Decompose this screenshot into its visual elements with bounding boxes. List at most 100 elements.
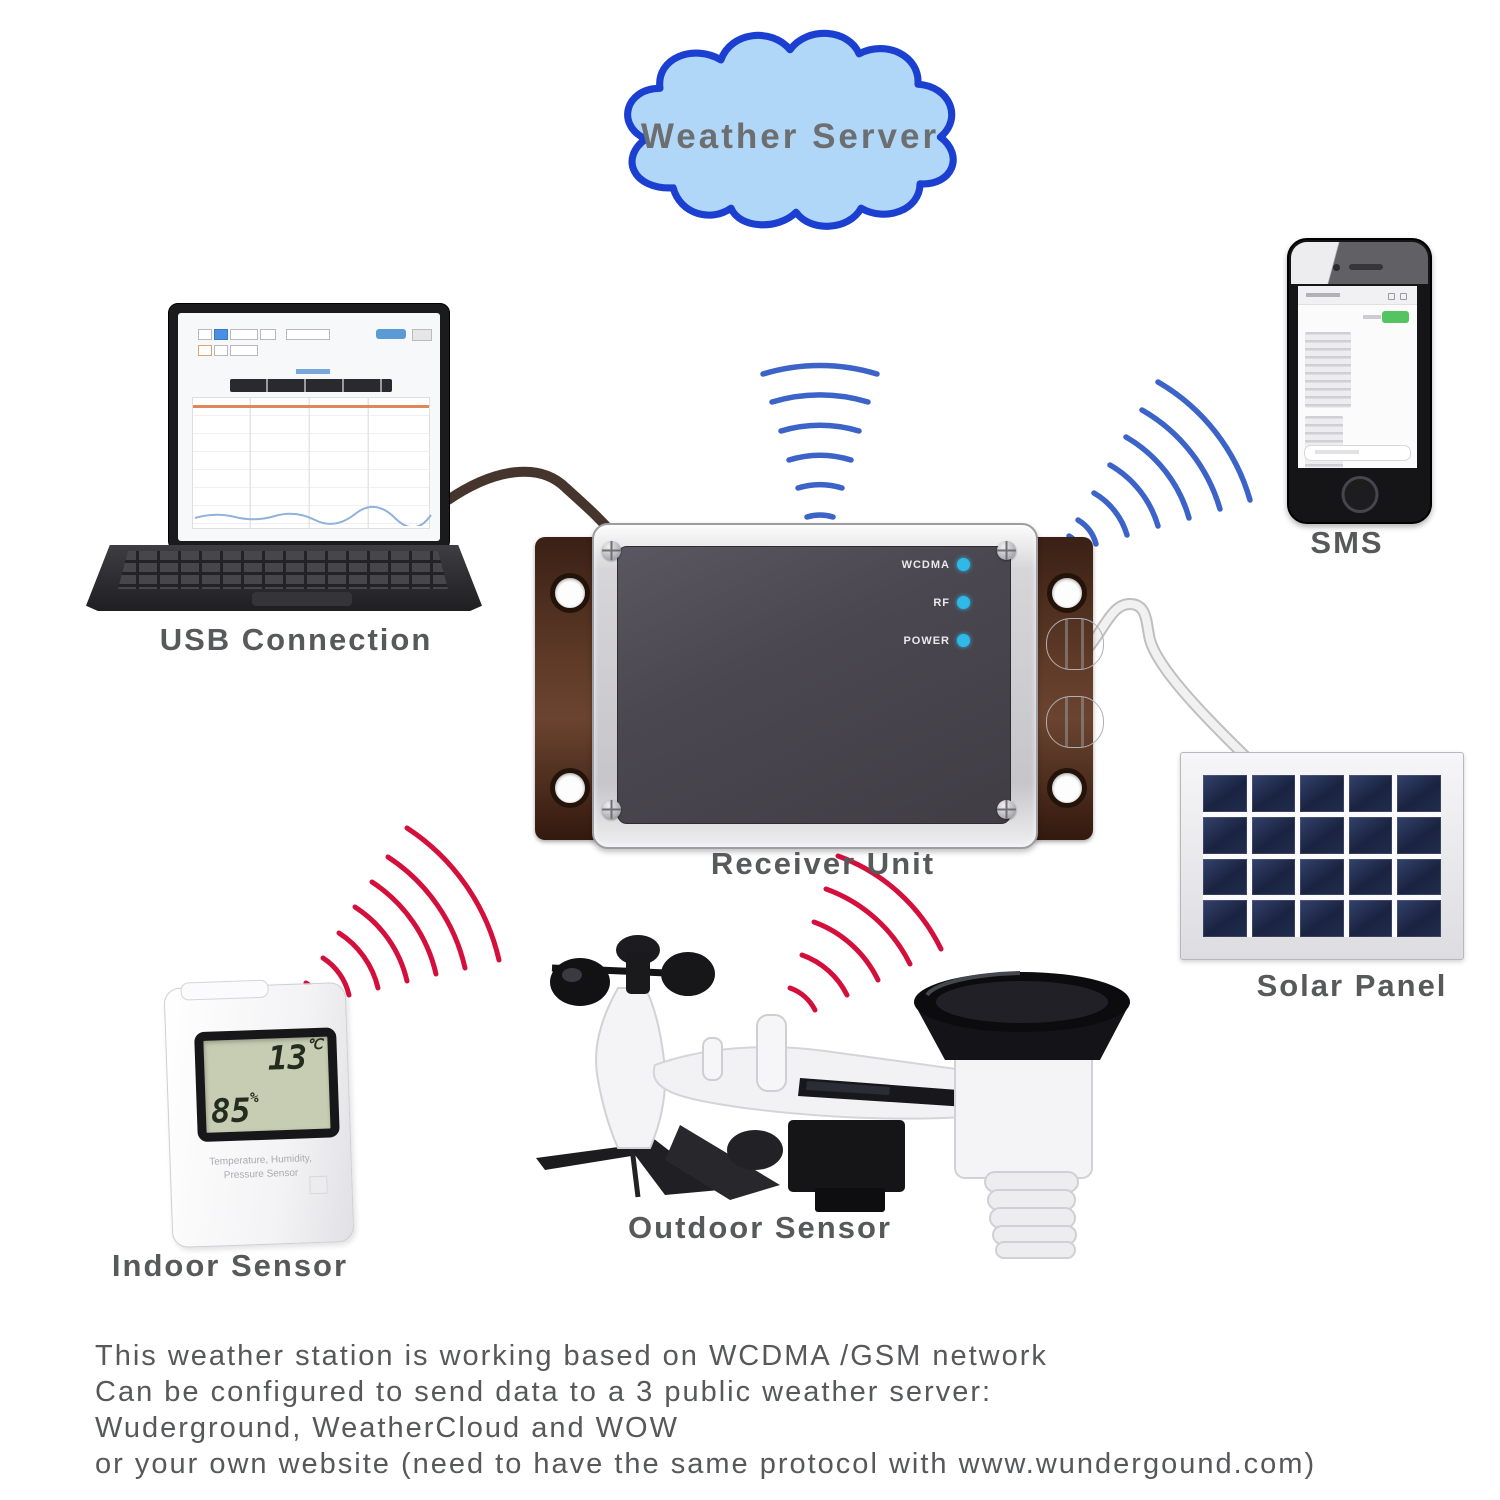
footer-line: or your own website (need to have the sa… bbox=[95, 1448, 1317, 1480]
screw-icon bbox=[602, 800, 621, 819]
led-row-wcdma: WCDMA bbox=[850, 556, 970, 574]
power-led-label: POWER bbox=[903, 634, 950, 647]
indoor-sensor-button bbox=[309, 1175, 328, 1195]
solar-cell bbox=[1251, 858, 1296, 896]
solar-cell bbox=[1348, 858, 1393, 896]
phone-top-bezel bbox=[1291, 242, 1428, 284]
wind-vane-fin bbox=[665, 1125, 780, 1200]
sensor-tube bbox=[756, 1014, 787, 1092]
screw-icon bbox=[997, 800, 1016, 819]
mounting-hole bbox=[1047, 573, 1087, 613]
laptop-chart-line bbox=[194, 506, 432, 526]
solar-cell bbox=[1300, 775, 1344, 812]
solar-panel bbox=[1180, 752, 1464, 960]
sms-input-bar bbox=[1304, 445, 1411, 461]
weather-server-label: Weather Server bbox=[640, 117, 940, 156]
signal-waves-receiver-to-cloud-icon bbox=[760, 362, 880, 520]
laptop-chart-title bbox=[296, 369, 330, 374]
laptop-screen bbox=[168, 303, 450, 551]
solar-cell bbox=[1203, 858, 1247, 896]
solar-cell bbox=[1251, 775, 1296, 812]
rf-led-label: RF bbox=[933, 596, 950, 609]
radiation-shield bbox=[984, 1171, 1079, 1259]
wcdma-led-label: WCDMA bbox=[901, 558, 950, 571]
footer-line: This weather station is working based on… bbox=[95, 1340, 1048, 1372]
mounting-hole bbox=[550, 768, 590, 808]
sensor-pod bbox=[727, 1130, 783, 1170]
usb-cable bbox=[443, 466, 625, 547]
power-led-indicator bbox=[957, 634, 970, 648]
signal-waves-receiver-to-phone-icon bbox=[1066, 379, 1253, 552]
solar-cell bbox=[1251, 900, 1296, 937]
signal-waves-outdoor-sensor-icon bbox=[787, 853, 944, 1013]
cup-highlight bbox=[562, 968, 582, 982]
phone-camera-icon bbox=[1333, 264, 1340, 271]
solar-panel-label: Solar Panel bbox=[1256, 968, 1448, 1003]
electronics-box-foot bbox=[815, 1188, 885, 1212]
rf-led-indicator bbox=[957, 596, 970, 610]
indoor-sensor-label: Indoor Sensor bbox=[111, 1248, 349, 1283]
led-row-rf: RF bbox=[850, 594, 970, 612]
solar-cell bbox=[1203, 775, 1247, 812]
sms-sent-bubble bbox=[1382, 311, 1409, 323]
rain-gauge-body bbox=[954, 1044, 1093, 1179]
wind-vane-blade bbox=[536, 1143, 650, 1170]
indoor-sensor-cap bbox=[180, 979, 269, 1001]
laptop-button-bar bbox=[230, 379, 392, 392]
screw-icon bbox=[997, 541, 1016, 560]
solar-cell bbox=[1348, 900, 1393, 937]
sms-label: SMS bbox=[1310, 525, 1384, 560]
laptop-ui-button bbox=[376, 329, 406, 339]
laptop-base bbox=[86, 545, 482, 611]
phone-speaker-icon bbox=[1349, 264, 1383, 270]
solar-cell bbox=[1300, 900, 1344, 937]
led-row-power: POWER bbox=[850, 632, 970, 650]
rain-gauge-opening bbox=[936, 981, 1108, 1023]
laptop-touchpad bbox=[252, 592, 352, 606]
mounting-hole bbox=[1047, 768, 1087, 808]
anemometer-hub bbox=[626, 952, 650, 994]
electronics-box bbox=[788, 1120, 905, 1192]
footer-description: This weather station is working based on… bbox=[95, 1338, 1475, 1482]
solar-cell bbox=[1348, 775, 1393, 812]
solar-cell bbox=[1251, 816, 1296, 854]
outdoor-sensor bbox=[536, 935, 1130, 1259]
usb-connection-label: USB Connection bbox=[159, 622, 433, 657]
laptop-data-table bbox=[192, 397, 432, 529]
cable-gland bbox=[1046, 618, 1104, 670]
laptop-keyboard bbox=[118, 551, 448, 589]
smartphone bbox=[1287, 238, 1432, 524]
solar-cell bbox=[1397, 858, 1441, 896]
anemometer-cup bbox=[550, 958, 610, 1006]
solar-cell bbox=[1397, 816, 1441, 854]
solar-cell bbox=[1203, 900, 1247, 937]
sms-app-header bbox=[1298, 286, 1417, 305]
funnel-highlight bbox=[925, 971, 1021, 997]
solar-cell bbox=[1300, 816, 1344, 854]
solar-cell bbox=[1203, 816, 1247, 854]
solar-cell-grid bbox=[1203, 775, 1441, 937]
solar-cell bbox=[1397, 900, 1441, 937]
arm-solar-strip-cell bbox=[806, 1081, 890, 1095]
indoor-sensor-lcd: 13℃ 85% bbox=[194, 1027, 340, 1143]
signal-waves-indoor-sensor-icon bbox=[303, 825, 502, 1004]
solar-cell bbox=[1348, 816, 1393, 854]
sensor-post bbox=[702, 1037, 723, 1081]
footer-line: Wuderground, WeatherCloud and WOW bbox=[95, 1412, 679, 1444]
lcd-humidity-reading: 85% bbox=[210, 1090, 259, 1131]
footer-line: Can be configured to send data to a 3 pu… bbox=[95, 1376, 993, 1408]
cloud-icon bbox=[624, 29, 957, 230]
indoor-sensor: 13℃ 85% Temperature, Humidity, Pressure … bbox=[163, 979, 355, 1249]
weather-server-cloud: Weather Server bbox=[597, 14, 983, 250]
receiver-unit-label: Receiver Unit bbox=[710, 846, 936, 881]
vane-pole bbox=[629, 1147, 641, 1198]
cable-gland bbox=[1046, 696, 1104, 748]
laptop-software-window bbox=[178, 313, 440, 541]
solar-cable bbox=[1082, 597, 1251, 762]
phone-screen bbox=[1298, 286, 1417, 468]
solar-cell bbox=[1300, 858, 1344, 896]
sensor-body bbox=[595, 987, 667, 1149]
outdoor-sensor-label: Outdoor Sensor bbox=[628, 1210, 892, 1245]
